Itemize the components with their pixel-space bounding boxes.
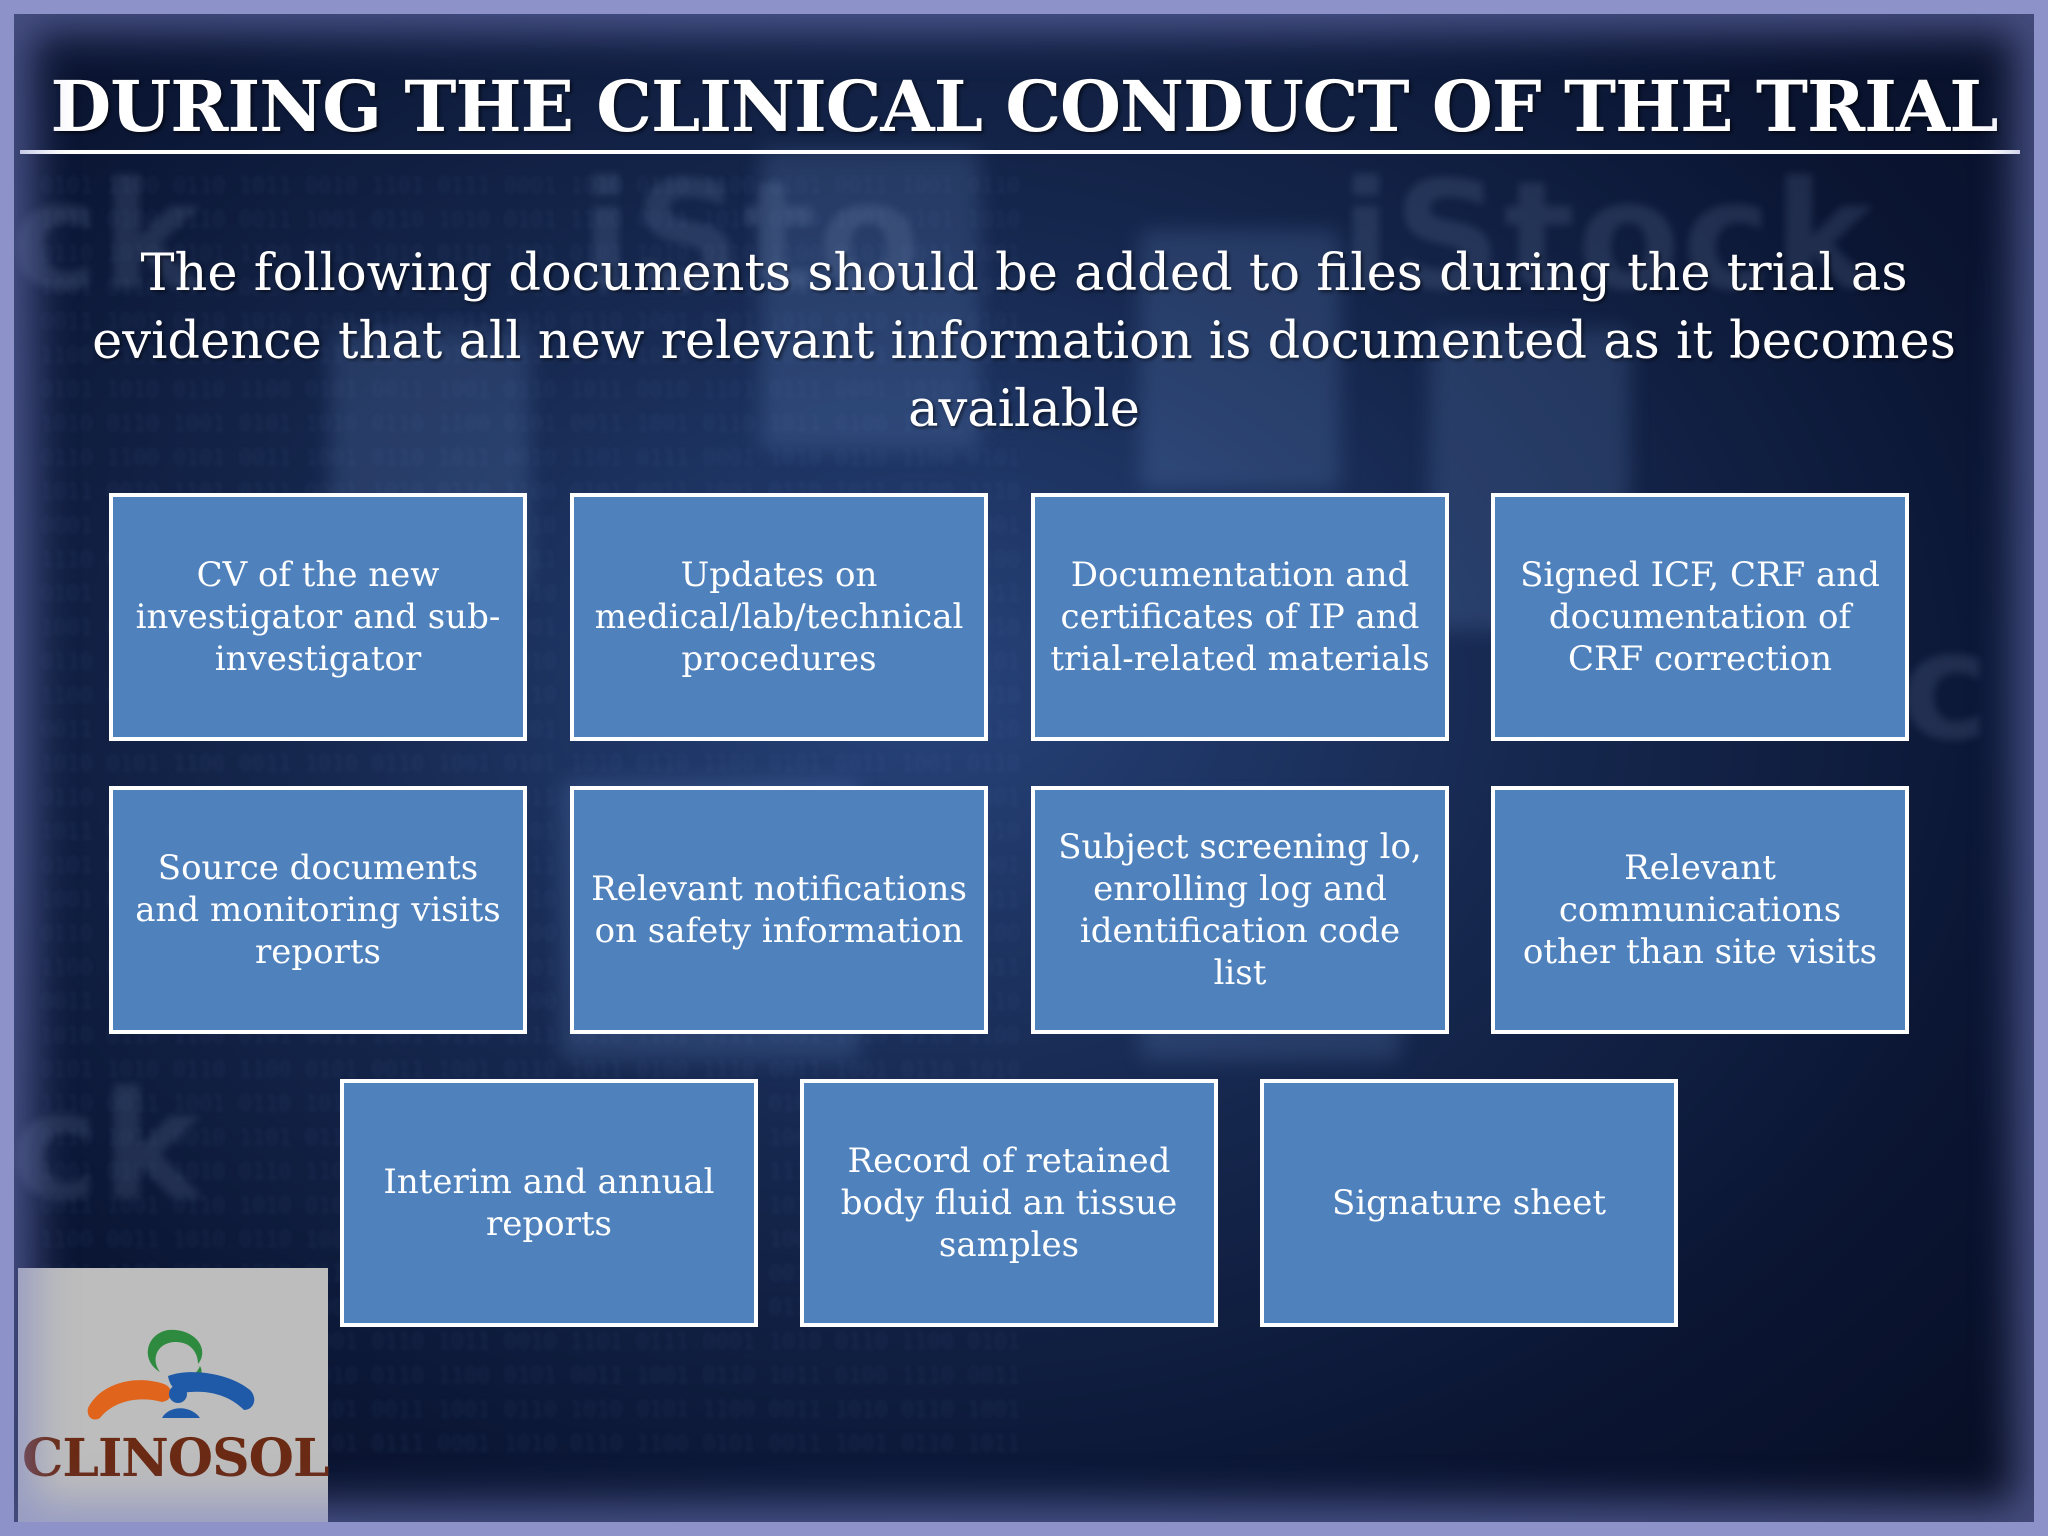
document-box: Interim and annual reports <box>340 1079 758 1327</box>
slide-title: DURING THE CLINICAL CONDUCT OF THE TRIAL <box>50 65 1999 148</box>
slide-subtitle: The following documents should be added … <box>92 244 1956 439</box>
document-box-label: Relevant communications other than site … <box>1522 848 1878 972</box>
document-box-label: Record of retained body fluid an tissue … <box>840 1141 1178 1265</box>
background-watermark: iStock <box>1340 150 1875 324</box>
document-box: Record of retained body fluid an tissue … <box>800 1079 1218 1327</box>
document-box: Updates on medical/lab/technical procedu… <box>570 493 988 741</box>
clinosol-logo: CLINOSOL <box>18 1268 330 1526</box>
background-watermark: ck <box>10 150 203 324</box>
document-box: Relevant communications other than site … <box>1491 786 1909 1034</box>
document-box-label: CV of the new investigator and sub-inves… <box>135 555 501 679</box>
document-box-label: Subject screening lo, enrolling log and … <box>1058 827 1422 993</box>
document-box: CV of the new investigator and sub-inves… <box>109 493 527 741</box>
document-box: Source documents and monitoring visits r… <box>109 786 527 1034</box>
clinosol-logo-icon <box>87 1329 255 1420</box>
background-watermark: c <box>1900 600 1991 774</box>
background-document-shape <box>760 150 980 450</box>
title-underline <box>20 150 2020 154</box>
document-box-label: Source documents and monitoring visits r… <box>135 848 501 972</box>
document-box: Signature sheet <box>1260 1079 1678 1327</box>
background-watermark: iSto <box>580 150 923 324</box>
document-box: Signed ICF, CRF and documentation of CRF… <box>1491 493 1909 741</box>
document-box: Relevant notifications on safety informa… <box>570 786 988 1034</box>
document-box-label: Signature sheet <box>1331 1183 1607 1223</box>
background-watermark: ck <box>10 1060 203 1234</box>
logo-text: CLINOSOL <box>22 1428 330 1489</box>
document-box-label: Documentation and certificates of IP and… <box>1050 555 1430 679</box>
document-box: Subject screening lo, enrolling log and … <box>1031 786 1449 1034</box>
background-document-shape <box>1140 230 1340 490</box>
document-box-label: Relevant notifications on safety informa… <box>591 869 967 951</box>
document-box-label: Updates on medical/lab/technical procedu… <box>594 555 964 679</box>
document-box: Documentation and certificates of IP and… <box>1031 493 1449 741</box>
document-box-label: Signed ICF, CRF and documentation of CRF… <box>1520 555 1880 679</box>
document-box-label: Interim and annual reports <box>383 1162 715 1244</box>
